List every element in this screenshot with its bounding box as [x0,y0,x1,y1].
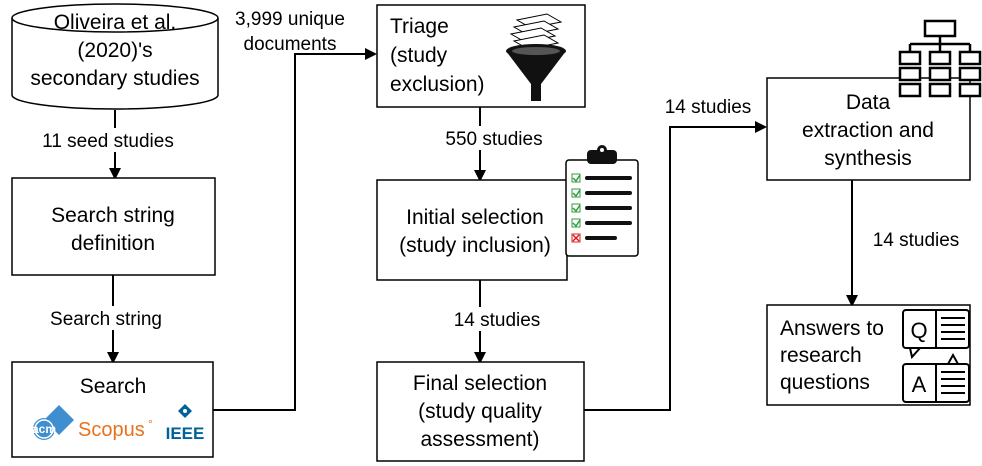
final-selection-label-3: assessment) [420,428,539,451]
qa-q-letter: Q [910,318,927,343]
data-extraction-label-1: Data [846,91,891,114]
search-string-label-bg [38,306,178,330]
source-label-3: secondary studies [30,67,199,90]
search-string-definition-box: Search string definition [11,177,216,276]
initial-out-label: 14 studies [454,310,541,331]
data-extraction-label-3: synthesis [824,147,912,170]
final-selection-box: Final selection (study quality assessmen… [376,361,585,462]
search-string-edge-label: Search string [50,309,162,330]
final-out-edge [584,121,767,411]
triage-label-2: (study [390,44,448,67]
extraction-out-label: 14 studies [873,230,960,251]
seed-label-bg [30,128,200,152]
answers-label-3: questions [780,371,870,394]
source-label-2: (2020)'s [77,39,152,62]
seed-edge-label: 11 seed studies [42,131,174,152]
data-extraction-label-2: extraction and [802,119,934,142]
triage-label-3: exclusion) [390,73,485,96]
search-string-definition-label-2: definition [71,232,155,255]
acm-logo-icon: acm [32,405,74,440]
initial-out-label-bg [440,307,560,331]
qa-a-letter: A [912,372,927,397]
initial-selection-label-1: Initial selection [406,206,544,229]
hierarchy-icon [898,19,982,98]
acm-logo-text: acm [32,422,56,436]
question-answer-icon: Q A [902,309,970,403]
scopus-registered-mark: ° [148,417,153,431]
ieee-logo-icon: IEEE [166,404,205,443]
source-label-1: Oliveira et al. [54,11,177,34]
final-selection-label-1: Final selection [413,372,547,395]
triage-label-1: Triage [390,15,449,38]
search-string-definition-label-1: Search string [51,204,175,227]
source-database: Oliveira et al. (2020)'s secondary studi… [11,3,219,110]
search-box: Search acm Scopus ° IEEE [11,361,214,458]
search-label: Search [80,375,147,398]
initial-selection-label-2: (study inclusion) [399,234,551,257]
funnel-icon [506,13,566,101]
triage-box: Triage (study exclusion) [376,4,586,108]
answers-label-1: Answers to [780,317,884,340]
unique-documents-edge [213,48,377,411]
triage-out-label-bg [430,126,560,150]
unique-documents-label-2: documents [244,34,337,55]
final-out-label: 14 studies [665,97,752,118]
unique-documents-label-1: 3,999 unique [235,9,345,30]
scopus-logo-text: Scopus [78,419,145,441]
ieee-logo-text: IEEE [166,424,205,443]
answers-label-2: research [780,344,862,367]
initial-selection-box: Initial selection (study inclusion) [376,179,568,281]
clipboard-checklist-icon [565,145,639,257]
triage-out-label: 550 studies [445,129,542,150]
final-selection-label-2: (study quality [418,400,542,423]
